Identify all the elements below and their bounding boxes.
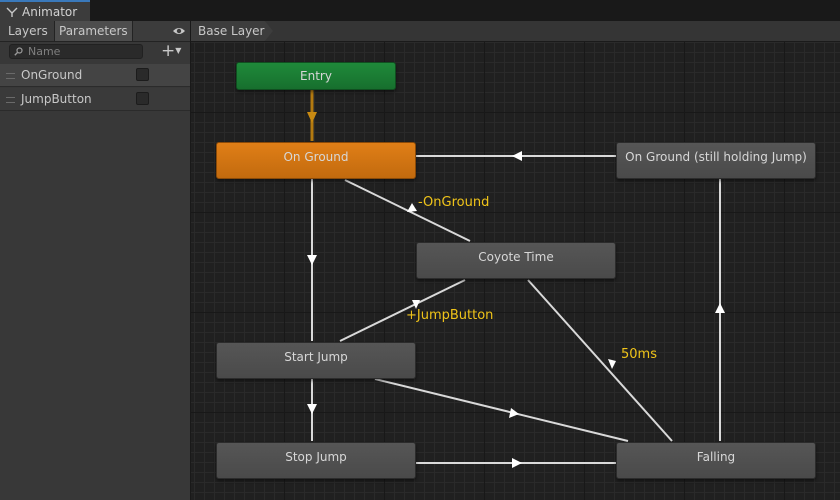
tab-layers[interactable]: Layers — [8, 24, 48, 38]
plus-icon: + — [161, 41, 176, 61]
state-graph[interactable] — [191, 21, 840, 500]
search-placeholder: Name — [28, 45, 61, 58]
state-stop-jump[interactable]: Stop Jump — [216, 442, 416, 479]
transition-startjump-to-falling[interactable] — [374, 378, 629, 442]
animator-window-tab[interactable]: Animator — [0, 0, 90, 21]
state-label: Falling — [696, 450, 736, 464]
state-on-ground-holding[interactable]: On Ground (still holding Jump) — [616, 142, 816, 179]
parameters-panel: Layers Parameters Name +▼ OnGround JumpB… — [0, 21, 191, 500]
parameter-row[interactable]: OnGround — [0, 64, 190, 87]
search-icon — [14, 47, 23, 56]
chevron-down-icon: ▼ — [175, 46, 182, 55]
state-label: Coyote Time — [478, 250, 554, 264]
arrowhead-icon — [412, 300, 420, 309]
state-coyote-time[interactable]: Coyote Time — [416, 242, 616, 279]
transition-label-delay: 50ms — [621, 347, 657, 362]
state-falling[interactable]: Falling — [616, 442, 816, 479]
transition-onground-to-coyote[interactable] — [344, 179, 471, 242]
arrowhead-icon — [608, 359, 616, 369]
parameter-row[interactable]: JumpButton — [0, 88, 190, 111]
parameter-checkbox[interactable] — [136, 68, 149, 81]
transition-label-not-on-ground: -OnGround — [418, 195, 490, 210]
search-row: Name +▼ — [0, 42, 190, 62]
breadcrumb[interactable]: Base Layer — [191, 21, 273, 41]
arrowhead-icon — [509, 408, 519, 418]
window-tab-bar: Animator — [0, 0, 840, 21]
state-start-jump[interactable]: Start Jump — [216, 342, 416, 379]
state-label: Stop Jump — [285, 450, 347, 464]
arrowhead-icon — [512, 151, 522, 161]
eye-icon[interactable] — [172, 26, 186, 36]
state-label: Entry — [300, 69, 332, 83]
arrowhead-icon — [407, 203, 417, 212]
animator-icon — [6, 7, 18, 17]
panel-tabs: Layers Parameters — [0, 21, 190, 42]
window-title: Animator — [22, 4, 78, 19]
transition-coyote-to-startjump[interactable] — [339, 279, 466, 342]
state-on-ground[interactable]: On Ground — [216, 142, 416, 179]
state-label: Start Jump — [284, 350, 348, 364]
drag-handle-icon[interactable] — [6, 73, 15, 79]
parameter-name[interactable]: JumpButton — [21, 92, 92, 106]
search-input[interactable]: Name — [9, 44, 143, 59]
parameter-name[interactable]: OnGround — [21, 68, 83, 82]
state-entry[interactable]: Entry — [236, 62, 396, 90]
arrowhead-icon — [715, 303, 725, 313]
add-parameter-button[interactable]: +▼ — [161, 41, 187, 61]
arrowhead-icon — [512, 458, 522, 468]
state-label: On Ground (still holding Jump) — [625, 150, 807, 164]
arrowhead-icon — [307, 404, 317, 414]
breadcrumb-bar: Base Layer — [191, 21, 840, 42]
arrowhead-icon — [307, 255, 317, 265]
parameter-checkbox[interactable] — [136, 92, 149, 105]
transition-label-jump-button: +JumpButton — [406, 308, 494, 323]
transition-coyote-to-falling[interactable] — [527, 279, 673, 442]
tab-parameters[interactable]: Parameters — [54, 21, 133, 41]
drag-handle-icon[interactable] — [6, 97, 15, 103]
state-label: On Ground — [283, 150, 349, 164]
arrowhead-icon — [307, 112, 317, 123]
